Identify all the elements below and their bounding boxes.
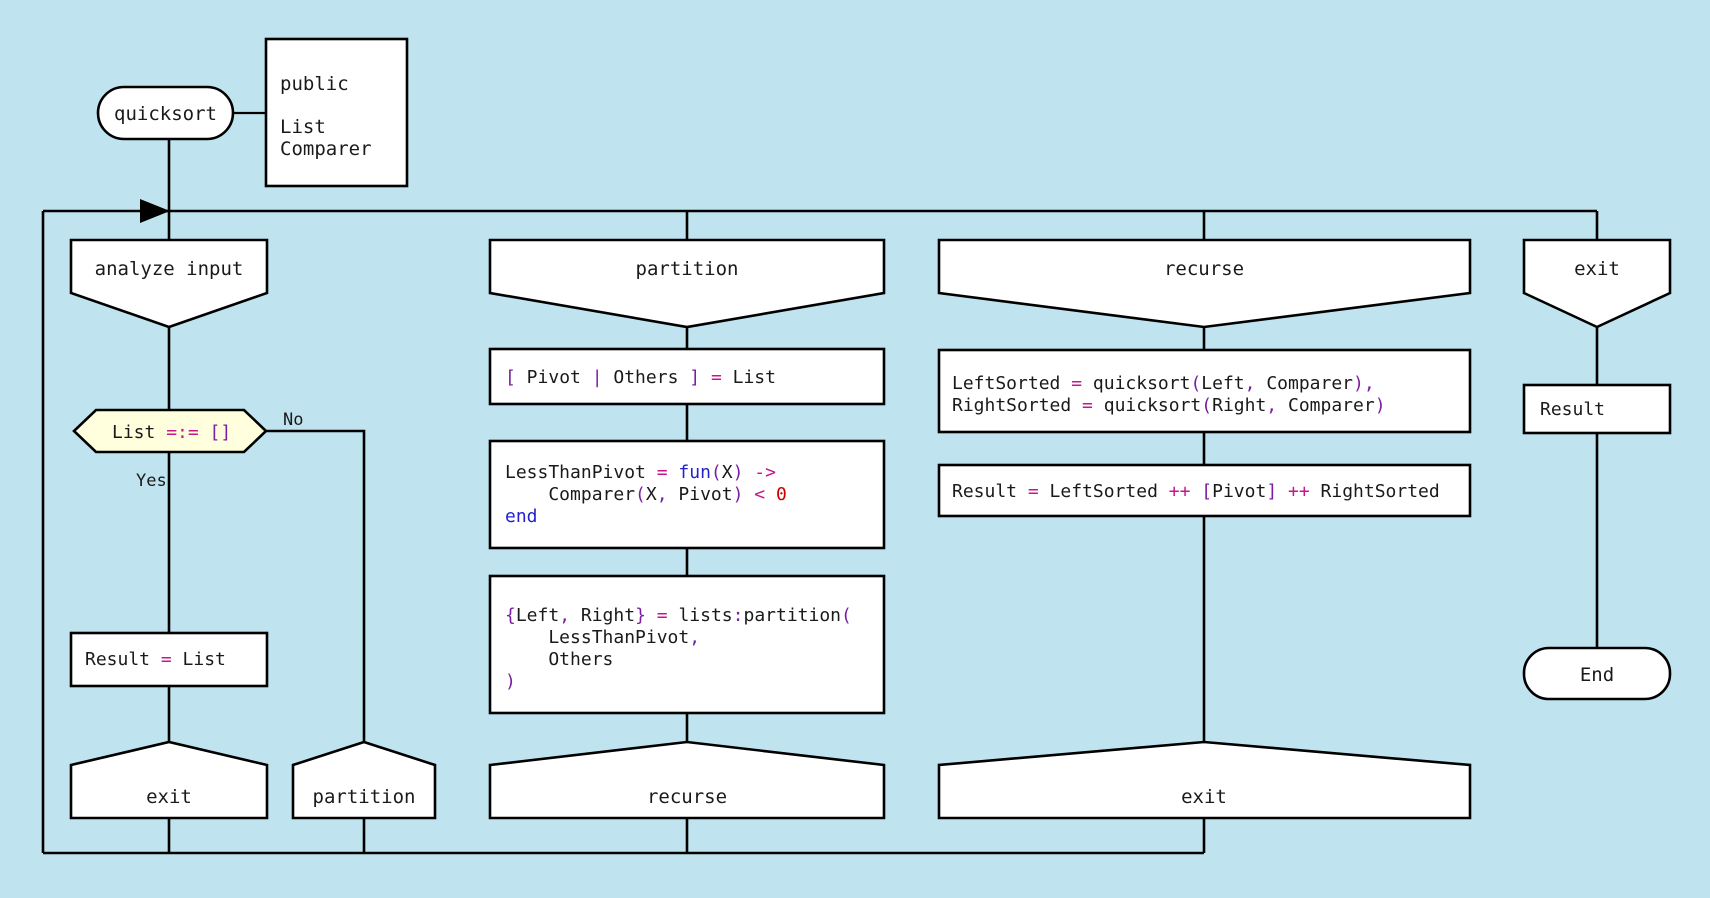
lane-footer-label-recurse: recurse xyxy=(647,786,727,808)
branch-label-yes: Yes xyxy=(136,471,167,491)
process-lessthanpivot-line-2: end xyxy=(505,506,538,527)
process-lists-partition[interactable] xyxy=(488,574,886,715)
lane-header-label-recurse: recurse xyxy=(1164,258,1244,280)
process-pivot-others-label: [ Pivot | Others ] = List xyxy=(505,367,776,388)
lane-footer-label-partition: partition xyxy=(313,786,416,808)
lane-partition: partition [ Pivot | Others ] = List Less… xyxy=(488,238,886,820)
start-terminal-label: quicksort xyxy=(114,103,217,125)
process-lists-partition-line-3: ) xyxy=(505,671,516,692)
lane-header-recurse[interactable] xyxy=(937,238,1472,329)
lane-footer-partition[interactable] xyxy=(291,740,437,820)
process-result-out-label: Result xyxy=(1540,399,1605,420)
lane-footer-exit[interactable] xyxy=(69,740,269,820)
lane-header-label-analyze-input: analyze input xyxy=(95,258,244,280)
start-group: quicksort public List Comparer xyxy=(96,37,409,188)
connector-layer xyxy=(41,140,1599,855)
process-lessthanpivot-line-0: LessThanPivot = fun(X) -> xyxy=(505,462,776,483)
process-result-concat-label: Result = LeftSorted ++ [Pivot] ++ RightS… xyxy=(952,481,1440,502)
process-sorted-calls-line-1: RightSorted = quicksort(Right, Comparer) xyxy=(952,395,1386,416)
lane-recurse: recurse LeftSorted = quicksort(Left, Com… xyxy=(937,238,1472,820)
start-terminal[interactable] xyxy=(96,85,235,141)
lane-footer-label-exit: exit xyxy=(146,786,192,808)
lane-header-label-partition: partition xyxy=(636,258,739,280)
process-lists-partition-line-2: Others xyxy=(505,649,613,670)
lane-analyze-input: analyze input List =:= [] Yes No Result … xyxy=(69,238,437,820)
process-result-equals-list-label: Result = List xyxy=(85,649,226,670)
lane-header-analyze-input[interactable] xyxy=(69,238,269,329)
process-lessthanpivot-line-1: Comparer(X, Pivot) < 0 xyxy=(505,484,787,505)
start-note-line-3: Comparer xyxy=(280,138,372,160)
branch-label-no: No xyxy=(283,410,303,430)
process-lessthanpivot[interactable] xyxy=(488,439,886,550)
lane-footer-recurse[interactable] xyxy=(488,740,886,820)
process-result-concat[interactable] xyxy=(937,463,1472,518)
lane-footer-exit-recurse[interactable] xyxy=(937,740,1472,820)
lane-header-exit[interactable] xyxy=(1522,238,1672,329)
process-sorted-calls[interactable] xyxy=(937,348,1472,434)
connector-decision-no xyxy=(261,429,366,742)
start-note-box xyxy=(264,37,409,188)
start-note-line-2: List xyxy=(280,116,326,138)
process-result-out[interactable] xyxy=(1522,383,1672,435)
process-lists-partition-line-1: LessThanPivot, xyxy=(505,627,700,648)
lane-header-label-exit: exit xyxy=(1574,258,1620,280)
process-sorted-calls-line-0: LeftSorted = quicksort(Left, Comparer), xyxy=(952,373,1375,394)
start-note-line-0: public xyxy=(280,73,349,95)
process-pivot-others[interactable] xyxy=(488,347,886,406)
bus-arrow-icon xyxy=(140,199,170,223)
process-lists-partition-line-0: {Left, Right} = lists:partition( xyxy=(505,605,852,626)
decision-list-empty[interactable] xyxy=(72,408,268,454)
end-terminal-label: End xyxy=(1580,664,1614,686)
lane-header-partition[interactable] xyxy=(488,238,886,329)
decision-list-empty-label: List =:= [] xyxy=(112,422,231,443)
lane-exit: exit Result End xyxy=(1522,238,1672,701)
process-result-equals-list[interactable] xyxy=(69,631,269,688)
end-terminal[interactable] xyxy=(1522,646,1672,701)
lane-footer-label-exit-recurse: exit xyxy=(1181,786,1227,808)
